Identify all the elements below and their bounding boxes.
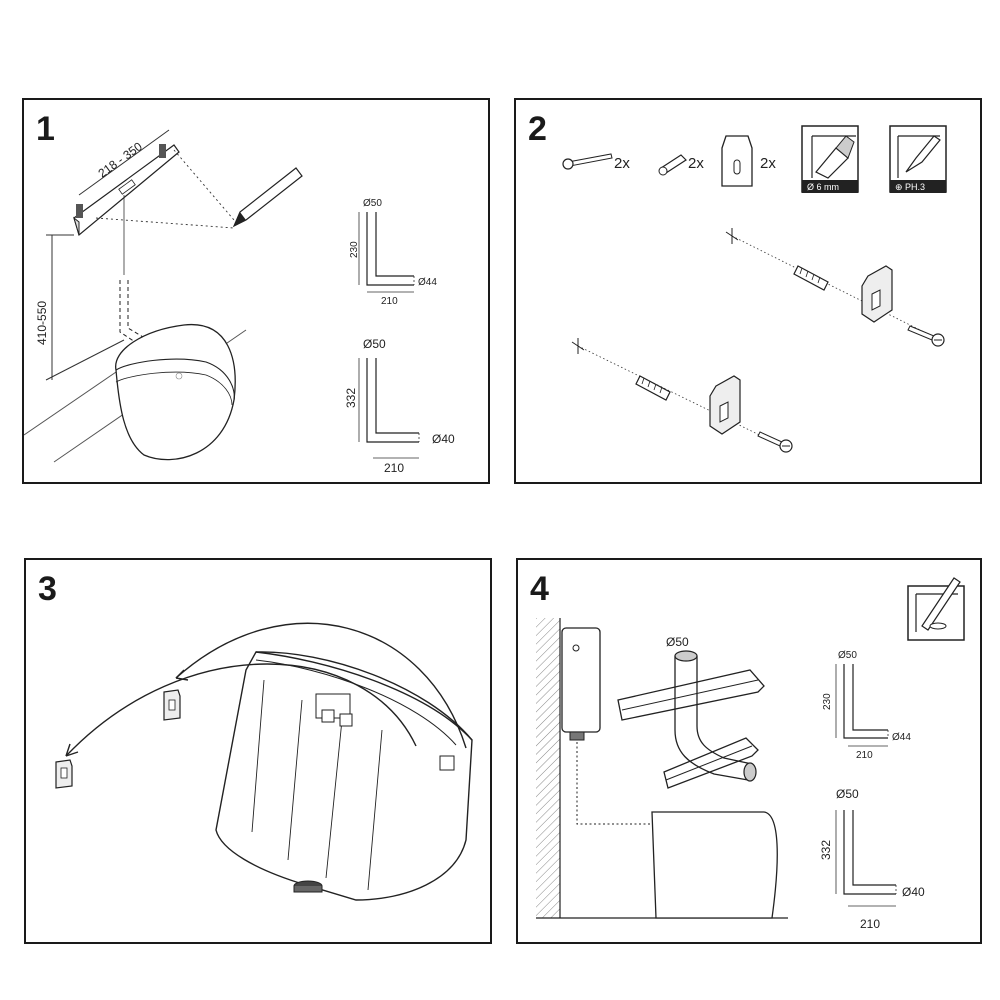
step-number: 1	[36, 110, 55, 148]
pipe-length: 210	[384, 461, 404, 475]
pipe-length: 210	[856, 750, 873, 761]
drill-size-label: Ø 6 mm	[807, 182, 839, 192]
step-2-drawing: 2x 2x 2x Ø 6 mm ⊕ PH.3	[562, 125, 947, 453]
pipe-diagram-230: Ø50 230 Ø44 210	[822, 650, 911, 761]
hacksaw-icon	[617, 669, 765, 721]
hacksaw-icon	[663, 737, 759, 789]
step-4-drawing: Ø50 Ø50 230 Ø44 210	[536, 577, 965, 931]
bracket-icon	[721, 135, 753, 187]
pipe-diagram-332: Ø50 332 Ø40 210	[819, 787, 925, 931]
flush-pipe	[576, 742, 652, 825]
pipe-top-diameter: Ø50	[363, 198, 382, 209]
wall-plug-icon	[793, 265, 829, 291]
pipe-diagram-230: Ø50 230 Ø44 210	[349, 198, 437, 307]
removal-arrow	[65, 663, 417, 757]
upper-bracket-assembly	[725, 228, 945, 347]
step-3-drawing	[55, 622, 473, 901]
pipe-bottom-diameter: Ø44	[418, 277, 437, 288]
pencil-icon	[232, 167, 303, 228]
step-3-panel: 3	[24, 558, 492, 944]
removal-arrow	[175, 622, 467, 749]
step-number: 2	[528, 110, 547, 148]
pipe-top-diameter: Ø50	[838, 650, 857, 661]
width-dimension-line	[78, 129, 170, 196]
lower-bracket-assembly	[571, 338, 793, 453]
pipe-height: 230	[822, 693, 833, 710]
pipe-top-diameter: Ø50	[836, 787, 859, 801]
pipe-top-diameter: Ø50	[363, 337, 386, 351]
pipe-diagram-332: Ø50 332 Ø40 210	[344, 337, 455, 475]
part-quantity: 2x	[614, 155, 630, 172]
pipe-length: 210	[860, 917, 880, 931]
part-quantity: 2x	[688, 155, 704, 172]
drill-bit-icon: Ø 6 mm	[801, 125, 859, 193]
pipe-height: 332	[344, 388, 358, 408]
bracket-icon	[709, 375, 741, 435]
pipe-height: 332	[819, 840, 833, 860]
bracket-icon	[861, 265, 893, 323]
pipe-bottom-diameter: Ø40	[902, 885, 925, 899]
bracket-icon	[55, 759, 73, 789]
wall-section	[536, 618, 560, 918]
step-number: 3	[38, 570, 57, 608]
screw-icon	[757, 431, 793, 453]
height-range-label: 410-550	[35, 301, 49, 345]
cistern-tank	[215, 651, 473, 901]
flush-pipe-cut	[674, 650, 757, 782]
screwdriver-icon: ⊕ PH.3	[889, 125, 947, 193]
part-quantity: 2x	[760, 155, 776, 172]
bracket-icon	[163, 689, 181, 721]
wall-plug-icon	[658, 154, 687, 176]
cistern-tank	[561, 627, 601, 741]
screwdriver-size-label: ⊕ PH.3	[895, 182, 925, 192]
step-2-panel: 2 2x 2x 2x Ø 6 mm	[514, 98, 982, 484]
pipe-bottom-diameter: Ø44	[892, 732, 911, 743]
mounting-template-bar	[73, 144, 180, 237]
deburring-tool-icon	[907, 577, 965, 641]
screw-icon	[562, 153, 613, 170]
pipe-length: 210	[381, 296, 398, 307]
toilet-bowl	[651, 811, 778, 919]
floor-line	[24, 369, 120, 436]
step-4-panel: 4 Ø50	[516, 558, 982, 944]
step-1-panel: 1 410-550 218 - 350	[22, 98, 490, 484]
pipe-bottom-diameter: Ø40	[432, 432, 455, 446]
pipe-diameter-label: Ø50	[666, 635, 689, 649]
pipe-height: 230	[349, 241, 360, 258]
wall-plug-icon	[635, 375, 671, 401]
wall-hung-toilet	[115, 324, 236, 461]
step-1-drawing: 410-550 218 - 350	[24, 129, 455, 475]
screw-icon	[907, 325, 945, 347]
step-number: 4	[530, 570, 549, 608]
